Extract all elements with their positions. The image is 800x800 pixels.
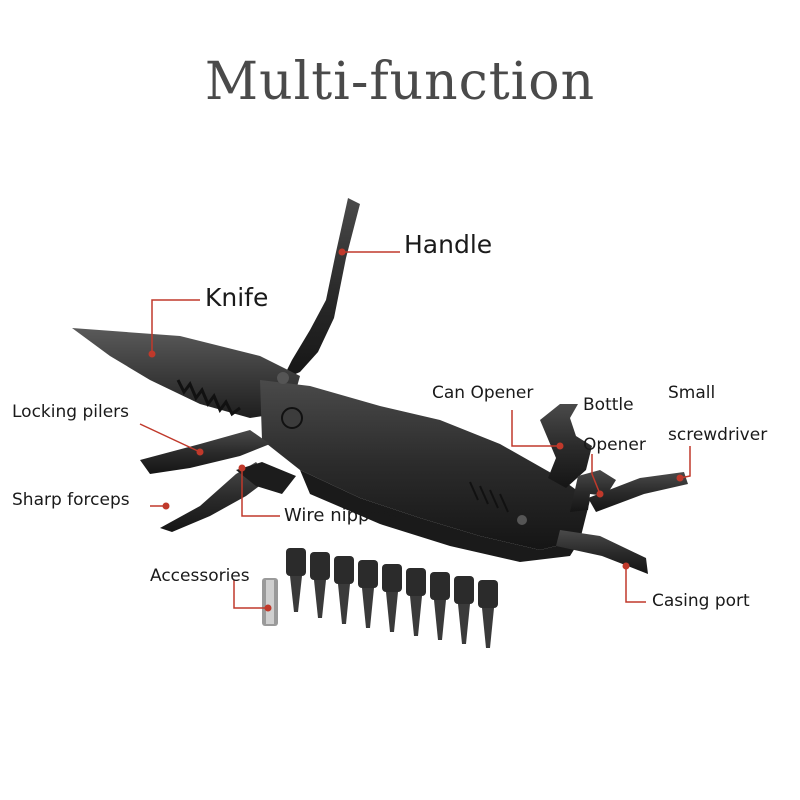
dot-accessories [264,604,272,612]
label-accessories: Accessories [150,566,250,586]
bit-holder-icon [262,578,278,626]
rivet-icon-2 [517,515,527,525]
label-locking-pliers: Locking pilers [12,402,129,422]
grip-ridges-icon [469,481,509,513]
leader-locking-pliers [139,423,201,453]
leader-bottle-opener [591,454,601,495]
dot-handle [338,248,346,256]
page-title: Multi-function [204,52,596,112]
label-handle: Handle [404,230,493,259]
leader-lines [139,251,691,609]
label-knife: Knife [205,283,269,312]
bottle-opener-icon [570,470,616,512]
label-screwdriver: screwdriver [668,425,768,445]
leader-wire-nippers [241,468,280,517]
tool-body-icon [260,380,590,550]
dot-small-screwdriver [676,474,684,482]
screwdriver-bit-icon [406,568,426,636]
leader-dots [148,248,684,612]
dot-sharp-forceps [162,502,170,510]
bit-set [262,548,498,648]
pivot-screw-icon [281,407,303,429]
screwdriver-bit-icon [334,556,354,624]
screwdriver-bit-icon [430,572,450,640]
dot-casing-port [622,562,630,570]
dot-can-opener [556,442,564,450]
label-bottle: Bottle [583,395,634,415]
label-opener: Opener [583,435,646,455]
rivet-icon [277,372,289,384]
screwdriver-bit-icon [358,560,378,628]
screwdriver-bit-icon [310,552,330,618]
leader-casing-port [625,566,646,603]
screwdriver-bit-icon [454,576,474,644]
label-wire-nippers: Wire nippers [284,505,398,526]
dot-knife [148,350,156,358]
knife-serration-icon [176,379,241,417]
small-screwdriver-icon [588,472,688,512]
screwdriver-bit-icon [286,548,306,612]
label-casing-port: Casing port [652,591,750,611]
screwdriver-bit-icon [478,580,498,648]
locking-pliers-jaw-icon [140,430,270,474]
can-opener-icon [540,404,592,488]
leader-can-opener [511,410,560,447]
label-sharp-forceps: Sharp forceps [12,490,130,510]
label-small: Small [668,383,716,403]
dot-locking-pliers [196,448,204,456]
wire-nippers-icon [236,462,296,494]
leader-accessories [233,580,268,609]
dot-bottle-opener [596,490,604,498]
screwdriver-bit-icon [382,564,402,632]
dot-wire-nippers [238,464,246,472]
label-can-opener: Can Opener [432,383,534,403]
handle-arm-icon [282,198,360,380]
tool-body-edge-icon [300,470,580,562]
knife-blade-icon [72,328,300,418]
leader-knife [151,299,200,354]
